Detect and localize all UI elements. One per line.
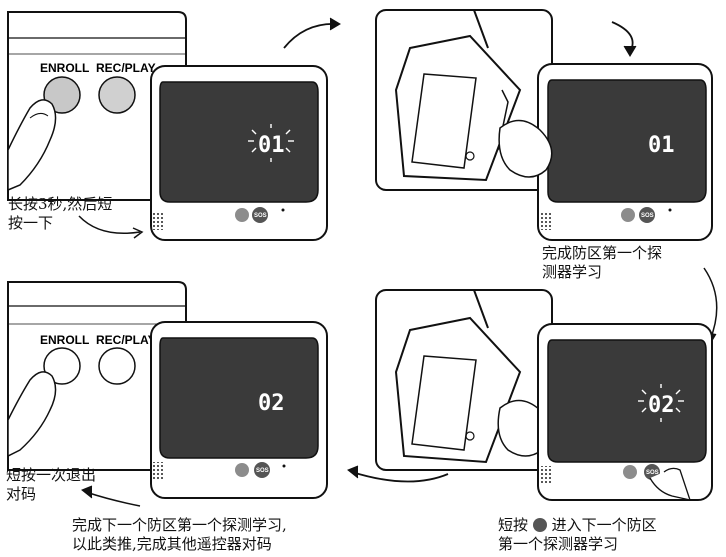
finger-icon bbox=[7, 371, 57, 458]
hub-device-step4: 02 SOS bbox=[150, 321, 328, 499]
display-digits: 01 bbox=[258, 133, 285, 158]
enroll-label: ENROLL bbox=[40, 333, 89, 347]
sos-label: SOS bbox=[254, 213, 267, 219]
arrow-step3-to-step4 bbox=[351, 471, 449, 483]
bottom-caption: 完成下一个防区第一个探测学习, 以此类推,完成其他遥控器对码 bbox=[72, 516, 287, 553]
enroll-button[interactable] bbox=[43, 347, 81, 385]
moon-button[interactable] bbox=[235, 208, 249, 222]
step1-caption: 长按3秒,然后短 按一下 bbox=[8, 195, 113, 232]
moon-button[interactable] bbox=[235, 463, 249, 477]
step3-caption-before: 短按 bbox=[498, 516, 529, 534]
lcd-screen bbox=[547, 79, 707, 203]
enroll-button[interactable] bbox=[43, 76, 81, 114]
control-panel-step4: ENROLL REC/PLAY bbox=[7, 281, 187, 471]
arrow-step2-to-step3 bbox=[703, 267, 718, 341]
step2-caption: 完成防区第一个探 测器学习 bbox=[542, 244, 663, 281]
hub-device-step1: 01 SOS bbox=[150, 65, 328, 241]
lcd-screen bbox=[159, 337, 319, 459]
arrow-step1-caption bbox=[78, 215, 141, 235]
step4-caption: 短按一次退出 对码 bbox=[6, 466, 97, 503]
display-digits: 02 bbox=[648, 393, 675, 418]
lcd-screen bbox=[159, 81, 319, 203]
moon-button[interactable] bbox=[621, 208, 635, 222]
detector-step3 bbox=[375, 289, 553, 471]
finger-icon bbox=[7, 99, 57, 192]
step3-caption: 短按 进入下一个防区 第一个探测器学习 bbox=[498, 516, 657, 554]
blink-icon bbox=[248, 124, 294, 162]
moon-button[interactable] bbox=[623, 465, 637, 479]
recplay-button[interactable] bbox=[98, 76, 136, 114]
sos-button[interactable] bbox=[639, 207, 655, 223]
recplay-label: REC/PLAY bbox=[96, 333, 156, 347]
arrow-step1-to-step2 bbox=[283, 23, 339, 49]
recplay-button[interactable] bbox=[98, 347, 136, 385]
lcd-screen bbox=[547, 339, 707, 463]
enroll-label: ENROLL bbox=[40, 61, 89, 75]
display-digits: 02 bbox=[258, 391, 285, 416]
sos-button[interactable] bbox=[254, 462, 270, 478]
hub-device-step2: 01 SOS bbox=[537, 63, 713, 241]
display-digits: 01 bbox=[648, 133, 675, 158]
finger-icon bbox=[649, 467, 691, 501]
hub-device-step3: 02 SOS bbox=[537, 323, 713, 501]
sos-label: SOS bbox=[646, 470, 659, 476]
recplay-label: REC/PLAY bbox=[96, 61, 156, 75]
blink-icon bbox=[638, 384, 684, 422]
sos-label: SOS bbox=[256, 468, 269, 474]
sos-button[interactable] bbox=[252, 207, 268, 223]
finger-icon bbox=[498, 119, 553, 178]
sos-label: SOS bbox=[641, 213, 654, 219]
sos-inline-icon bbox=[532, 518, 547, 532]
control-panel-step1: ENROLL REC/PLAY bbox=[7, 11, 187, 201]
step3-caption-after: 进入下一个防区 第一个探测器学习 bbox=[498, 516, 657, 553]
